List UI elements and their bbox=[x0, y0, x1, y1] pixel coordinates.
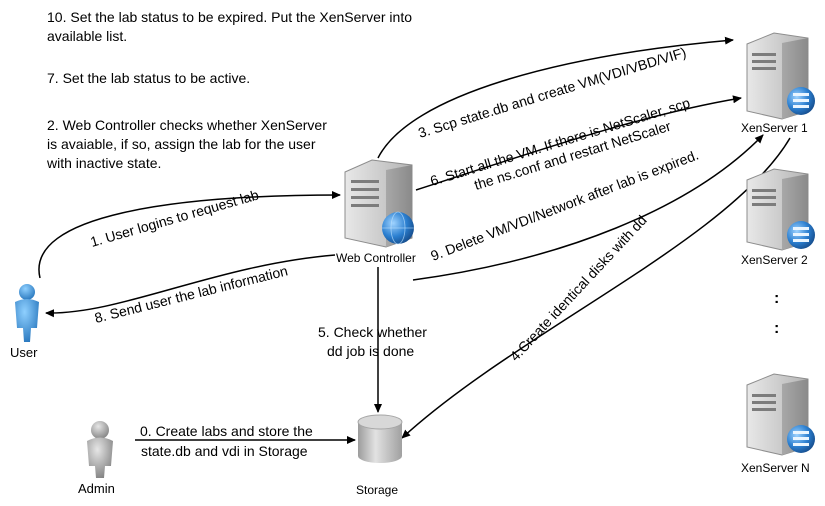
xenserver-2-label: XenServer 2 bbox=[741, 253, 808, 267]
edge-step5-label-line1: 5. Check whether bbox=[318, 324, 427, 340]
edge-step0-label-line1: 0. Create labs and store the bbox=[140, 423, 313, 439]
edge-step0-label-line2: state.db and vdi in Storage bbox=[141, 443, 308, 459]
edge-step5-label-line2: dd job is done bbox=[327, 343, 414, 359]
edge-step1-label: 1. User logins to request lab bbox=[88, 186, 260, 249]
edge-step4-arrow bbox=[401, 137, 791, 439]
ellipsis-dots-bottom: : bbox=[774, 320, 779, 337]
edge-step4-label: 4.Create identical disks with dd bbox=[506, 212, 649, 364]
edge-step8-arrow bbox=[45, 254, 336, 318]
web-controller-label: Web Controller bbox=[336, 251, 416, 265]
admin-label: Admin bbox=[78, 481, 115, 496]
xenserver-n-label: XenServer N bbox=[741, 461, 810, 475]
xenserver-1-label: XenServer 1 bbox=[741, 121, 808, 135]
server-list-ellipsis: : : bbox=[774, 290, 779, 337]
globe-icon bbox=[382, 211, 414, 245]
xenserver-2-node: XenServer 2 bbox=[741, 168, 815, 267]
note-step2-line2: is avaiable, if so, assign the lab for t… bbox=[47, 136, 316, 152]
note-step10-line2: available list. bbox=[47, 28, 127, 44]
vm-stack-icon bbox=[787, 87, 815, 115]
user-label: User bbox=[10, 345, 38, 360]
note-step2-line3: with inactive state. bbox=[46, 155, 161, 171]
edge-step1-arrow bbox=[38, 191, 341, 279]
xenserver-1-node: XenServer 1 bbox=[741, 32, 815, 135]
vm-stack-icon bbox=[787, 425, 815, 453]
storage-node: Storage bbox=[356, 414, 403, 497]
admin-person-icon bbox=[87, 421, 113, 478]
storage-label: Storage bbox=[356, 483, 398, 497]
admin-node: Admin bbox=[78, 421, 115, 496]
user-person-icon bbox=[15, 284, 39, 342]
web-controller-node: Web Controller bbox=[336, 159, 416, 265]
edge-step6-arrow bbox=[415, 95, 742, 191]
notes: 10. Set the lab status to be expired. Pu… bbox=[46, 9, 412, 171]
edge-step3-arrow bbox=[377, 36, 734, 159]
xenserver-n-node: XenServer N bbox=[741, 373, 815, 475]
storage-cylinder-icon bbox=[357, 414, 403, 463]
user-node: User bbox=[10, 284, 39, 360]
edge-step8-label: 8. Send user the lab information bbox=[93, 262, 289, 326]
ellipsis-dots-top: : bbox=[774, 290, 779, 307]
edge-step9-arrow bbox=[412, 134, 764, 281]
vm-stack-icon bbox=[787, 221, 815, 249]
note-step7: 7. Set the lab status to be active. bbox=[47, 70, 250, 86]
note-step10-line1: 10. Set the lab status to be expired. Pu… bbox=[47, 9, 412, 25]
note-step2-line1: 2. Web Controller checks whether XenServ… bbox=[47, 117, 327, 133]
